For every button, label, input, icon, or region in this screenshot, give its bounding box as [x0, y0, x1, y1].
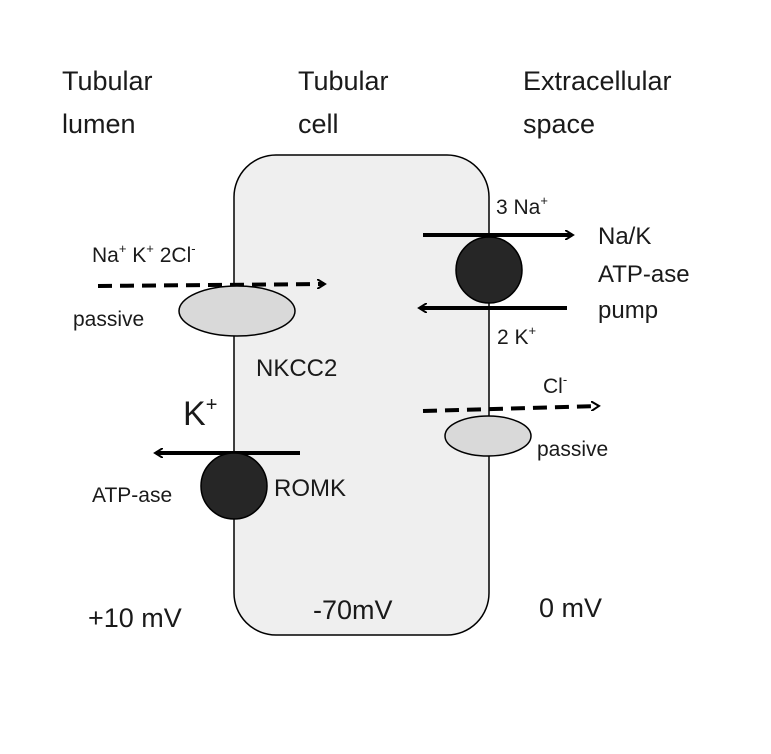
pump-na-label: 3 Na+	[496, 193, 548, 219]
header-lumen-line1: Tubular	[62, 66, 153, 96]
pump-name-line2: ATP-ase	[598, 261, 690, 288]
header-lumen-line2: lumen	[62, 109, 136, 139]
pump-name-line1: Na/K	[598, 223, 651, 250]
pump-icon	[455, 236, 523, 304]
romk-mode-label: ATP-ase	[92, 484, 172, 507]
nkcc2-transporter: Na+ K+ 2Cl- passive NKCC2	[73, 241, 337, 382]
chloride-mode-label: passive	[537, 438, 608, 461]
header-cell-line2: cell	[298, 109, 339, 139]
header-cell-line1: Tubular	[298, 66, 389, 96]
romk-name-label: ROMK	[274, 475, 346, 502]
header-extracellular-line2: space	[523, 109, 595, 139]
potential-cell: -70mV	[313, 595, 393, 625]
romk-channel: K+ ATP-ase ROMK	[92, 394, 346, 520]
chloride-channel: Cl- passive	[422, 372, 608, 461]
romk-ion-label: K+	[183, 394, 217, 433]
chloride-ion-label: Cl-	[543, 372, 567, 398]
nkcc2-carrier-icon	[178, 285, 296, 337]
pump-k-label: 2 K+	[497, 323, 536, 349]
tubular-cell-body	[233, 154, 490, 636]
romk-channel-icon	[200, 452, 268, 520]
nkcc2-mode-label: passive	[73, 308, 144, 331]
nkcc2-ions-label: Na+ K+ 2Cl-	[92, 241, 196, 267]
header-extracellular-line1: Extracellular	[523, 66, 672, 96]
chloride-passive-arrow	[422, 406, 598, 413]
nkcc2-passive-arrow	[97, 284, 324, 286]
na-k-pump: 3 Na+ 2 K+ Na/K ATP-ase pump	[420, 193, 690, 349]
chloride-channel-icon	[444, 415, 532, 457]
nkcc2-name-label: NKCC2	[256, 355, 337, 382]
potential-lumen: +10 mV	[88, 603, 182, 633]
potential-extracellular: 0 mV	[539, 593, 602, 623]
pump-name-line3: pump	[598, 297, 658, 324]
